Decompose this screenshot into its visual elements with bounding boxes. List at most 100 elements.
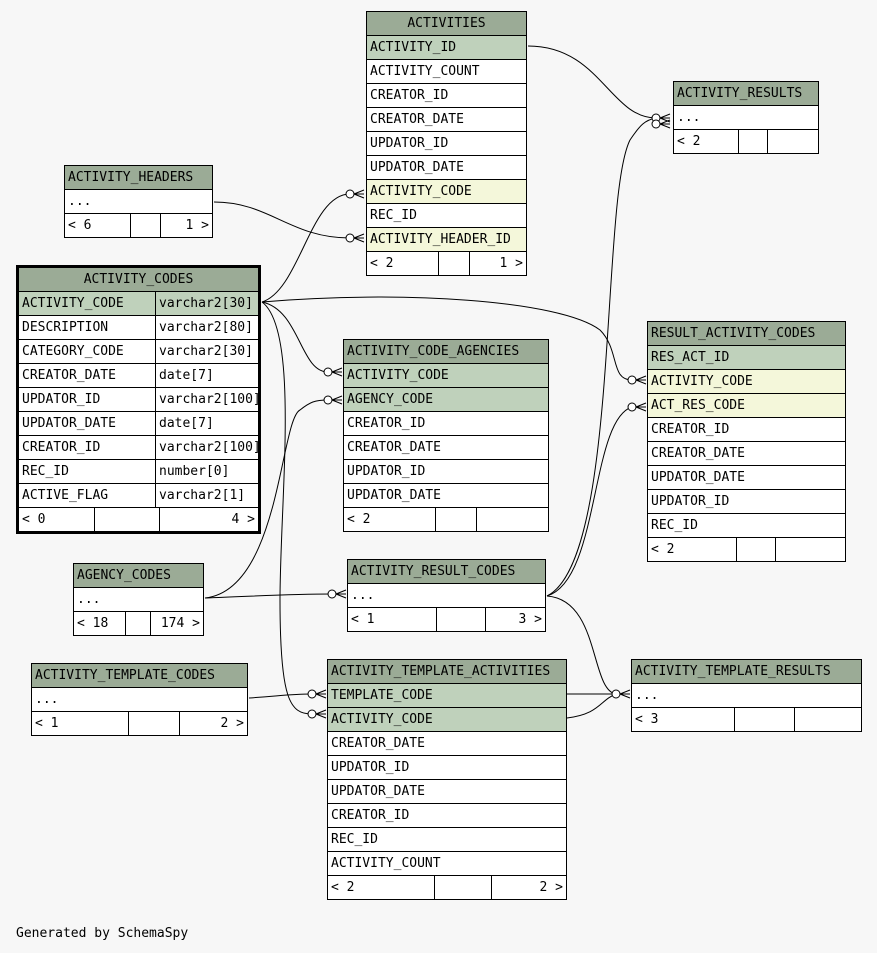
table-activity-code-agencies[interactable]: ACTIVITY_CODE_AGENCIES ACTIVITY_CODE AGE… — [343, 339, 549, 532]
column-name: ... — [35, 692, 59, 707]
column-type: varchar2[100] — [155, 388, 258, 411]
column-row[interactable]: ... — [32, 688, 247, 712]
child-count — [776, 538, 845, 561]
column-row[interactable]: UPDATOR_ID — [328, 756, 566, 780]
column-row[interactable]: UPDATOR_ID — [648, 490, 845, 514]
column-row[interactable]: RES_ACT_ID — [648, 346, 845, 370]
column-name: REC_ID — [651, 518, 698, 533]
column-row[interactable]: ... — [632, 684, 861, 708]
column-row[interactable]: REC_ID — [367, 204, 526, 228]
column-row[interactable]: UPDATOR_DATE — [344, 484, 548, 508]
table-title[interactable]: ACTIVITY_RESULT_CODES — [348, 560, 545, 584]
column-row[interactable]: CREATOR_DATE — [344, 436, 548, 460]
column-row[interactable]: ... — [65, 190, 212, 214]
table-activity-results[interactable]: ACTIVITY_RESULTS ... < 2 — [673, 81, 819, 154]
column-row[interactable]: CREATOR_DATE — [648, 442, 845, 466]
column-row[interactable]: UPDATOR_ID — [367, 132, 526, 156]
column-row[interactable]: CREATOR_DATE — [367, 108, 526, 132]
column-row[interactable]: UPDATOR_DATE — [367, 156, 526, 180]
column-row[interactable]: CREATOR_ID — [367, 84, 526, 108]
column-row[interactable]: ACT_RES_CODE — [648, 394, 845, 418]
parent-count: < 2 — [648, 538, 737, 561]
table-activity-result-codes[interactable]: ACTIVITY_RESULT_CODES ... < 1 3 > — [347, 559, 546, 632]
column-name: UPDATOR_ID — [370, 136, 449, 151]
crow-foot-icon — [353, 233, 365, 243]
column-name: CREATOR_DATE — [370, 112, 464, 127]
table-result-activity-codes[interactable]: RESULT_ACTIVITY_CODES RES_ACT_ID ACTIVIT… — [647, 321, 846, 562]
table-footer: < 1 3 > — [348, 608, 545, 631]
column-row[interactable]: CREATOR_ID — [648, 418, 845, 442]
column-row[interactable]: ACTIVITY_COUNT — [367, 60, 526, 84]
row-count — [131, 214, 161, 237]
table-activity-headers[interactable]: ACTIVITY_HEADERS ... < 6 1 > — [64, 165, 213, 238]
crow-foot-icon — [331, 367, 343, 377]
column-row[interactable]: ACTIVITY_CODE — [648, 370, 845, 394]
generated-by-note: Generated by SchemaSpy — [16, 926, 189, 941]
column-row[interactable]: ACTIVITY_CODE — [344, 364, 548, 388]
column-row[interactable]: CREATOR_ID — [344, 412, 548, 436]
table-title[interactable]: ACTIVITY_CODE_AGENCIES — [344, 340, 548, 364]
column-row[interactable]: CREATOR_ID — [328, 804, 566, 828]
child-count: 1 > — [185, 218, 209, 233]
child-count: 2 > — [539, 880, 563, 895]
table-title[interactable]: RESULT_ACTIVITY_CODES — [648, 322, 845, 346]
column-row[interactable]: REC_ID — [648, 514, 845, 538]
column-row[interactable]: UPDATOR_DATE — [648, 466, 845, 490]
table-activities[interactable]: ACTIVITIES ACTIVITY_ID ACTIVITY_COUNT CR… — [366, 11, 527, 276]
table-title[interactable]: ACTIVITY_TEMPLATE_CODES — [32, 664, 247, 688]
rel-agency-result-codes — [204, 593, 333, 599]
column-row[interactable]: ... — [348, 584, 545, 608]
parent-count: < 1 — [32, 712, 129, 735]
table-activity-template-activities[interactable]: ACTIVITY_TEMPLATE_ACTIVITIES TEMPLATE_CO… — [327, 659, 567, 900]
table-agency-codes[interactable]: AGENCY_CODES ... < 18 174 > — [73, 563, 204, 636]
table-activity-template-codes[interactable]: ACTIVITY_TEMPLATE_CODES ... < 1 2 > — [31, 663, 248, 736]
crow-foot-circle — [611, 689, 621, 699]
column-row[interactable]: ACTIVITY_CODE — [367, 180, 526, 204]
table-title[interactable]: ACTIVITY_CODES — [19, 268, 258, 292]
parent-count: < 0 — [19, 508, 96, 531]
crow-foot-circle — [651, 113, 661, 123]
row-count — [95, 508, 160, 531]
rel-resultcodes-results — [546, 117, 657, 597]
column-row[interactable]: TEMPLATE_CODE — [328, 684, 566, 708]
column-row[interactable]: ACTIVITY_CODE — [328, 708, 566, 732]
parent-count: < 6 — [65, 214, 132, 237]
column-row[interactable]: ... — [74, 588, 203, 612]
table-activity-template-results[interactable]: ACTIVITY_TEMPLATE_RESULTS ... < 3 — [631, 659, 862, 732]
column-name: ACTIVITY_ID — [370, 40, 457, 55]
column-name: ACTIVITY_CODE — [651, 374, 753, 389]
column-row[interactable]: ACTIVITY_COUNT — [328, 852, 566, 876]
column-row[interactable]: ... — [674, 106, 818, 130]
rel-resultcodes-result-activity — [546, 406, 633, 597]
column-row[interactable]: UPDATOR_ID — [344, 460, 548, 484]
crow-foot-circle — [651, 119, 661, 129]
table-title[interactable]: ACTIVITIES — [367, 12, 526, 36]
column-row[interactable]: CREATOR_DATE — [328, 732, 566, 756]
column-type: number[0] — [155, 460, 258, 483]
column-row[interactable]: ACTIVITY_HEADER_ID — [367, 228, 526, 252]
table-title[interactable]: ACTIVITY_TEMPLATE_RESULTS — [632, 660, 861, 684]
table-title[interactable]: ACTIVITY_HEADERS — [65, 166, 212, 190]
table-title[interactable]: ACTIVITY_RESULTS — [674, 82, 818, 106]
column-row[interactable]: UPDATOR_DATE — [328, 780, 566, 804]
column-row[interactable]: REC_ID — [328, 828, 566, 852]
column-name: CREATOR_ID — [651, 422, 730, 437]
table-title[interactable]: AGENCY_CODES — [74, 564, 203, 588]
table-title[interactable]: ACTIVITY_TEMPLATE_ACTIVITIES — [328, 660, 566, 684]
column-row[interactable]: ACTIVITY_ID — [367, 36, 526, 60]
child-count — [795, 708, 861, 731]
column-row[interactable]: AGENCY_CODE — [344, 388, 548, 412]
column-name: ACTIVITY_COUNT — [370, 64, 480, 79]
table-footer: < 3 — [632, 708, 861, 731]
column-name: CREATOR_ID — [370, 88, 449, 103]
